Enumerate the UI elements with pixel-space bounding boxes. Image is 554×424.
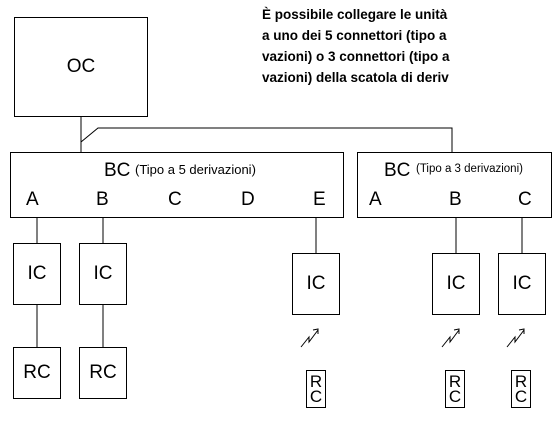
wireless-rc-c: C bbox=[514, 387, 528, 406]
bc-3-label: BC bbox=[384, 160, 411, 181]
bc-5-port-b: B bbox=[96, 189, 109, 210]
bc-3-subtitle: (Tipo a 3 derivazioni) bbox=[416, 163, 523, 175]
indoor-unit-label: IC bbox=[27, 263, 47, 284]
indoor-unit-label: IC bbox=[93, 263, 113, 284]
wireless-remote-controller-box: R C bbox=[306, 370, 326, 408]
wireless-signal-icon bbox=[441, 328, 460, 348]
bc-5-port-d: D bbox=[241, 189, 255, 210]
outdoor-unit-box: OC bbox=[14, 17, 148, 117]
bc-5-branch-box: BC (Tipo a 5 derivazioni) A B C D E bbox=[10, 152, 344, 218]
bc-3-port-c: C bbox=[518, 189, 532, 210]
outdoor-unit-label: OC bbox=[66, 56, 96, 77]
note-line-2: a uno dei 5 connettori (tipo a bbox=[262, 28, 447, 43]
bc-5-port-a: A bbox=[26, 189, 39, 210]
remote-controller-box: RC bbox=[13, 347, 61, 399]
bc-5-label: BC bbox=[104, 160, 131, 181]
note-line-1: È possibile collegare le unità bbox=[262, 7, 448, 22]
indoor-unit-box: IC bbox=[498, 253, 546, 315]
bc-5-port-e: E bbox=[313, 189, 326, 210]
wireless-remote-controller-box: R C bbox=[445, 370, 465, 408]
indoor-unit-label: IC bbox=[512, 273, 532, 294]
wireless-signal-icon bbox=[506, 328, 525, 348]
indoor-unit-box: IC bbox=[432, 253, 480, 315]
note-line-4: vazioni) della scatola di deriv bbox=[262, 70, 449, 85]
bc-5-port-c: C bbox=[168, 189, 182, 210]
bc-3-branch-box: BC (Tipo a 3 derivazioni) A B C bbox=[357, 152, 552, 218]
indoor-unit-box: IC bbox=[79, 243, 127, 305]
wireless-rc-r: R bbox=[448, 372, 462, 391]
wireless-rc-r: R bbox=[309, 372, 323, 391]
note-line-3: vazioni) o 3 connettori (tipo a bbox=[262, 49, 450, 64]
wireless-signal-icon bbox=[300, 328, 319, 348]
wireless-rc-r: R bbox=[514, 372, 528, 391]
remote-controller-label: RC bbox=[23, 362, 51, 383]
bc-5-subtitle: (Tipo a 5 derivazioni) bbox=[135, 162, 256, 177]
indoor-unit-box: IC bbox=[292, 253, 340, 315]
bc-3-port-b: B bbox=[449, 189, 462, 210]
remote-controller-box: RC bbox=[79, 347, 127, 399]
connection-note: È possibile collegare le unità a uno dei… bbox=[262, 4, 554, 88]
bc-3-port-a: A bbox=[369, 189, 382, 210]
wireless-rc-c: C bbox=[448, 387, 462, 406]
indoor-unit-label: IC bbox=[446, 273, 466, 294]
wireless-remote-controller-box: R C bbox=[511, 370, 531, 408]
indoor-unit-box: IC bbox=[13, 243, 61, 305]
indoor-unit-label: IC bbox=[306, 273, 326, 294]
wireless-rc-c: C bbox=[309, 387, 323, 406]
remote-controller-label: RC bbox=[89, 362, 117, 383]
